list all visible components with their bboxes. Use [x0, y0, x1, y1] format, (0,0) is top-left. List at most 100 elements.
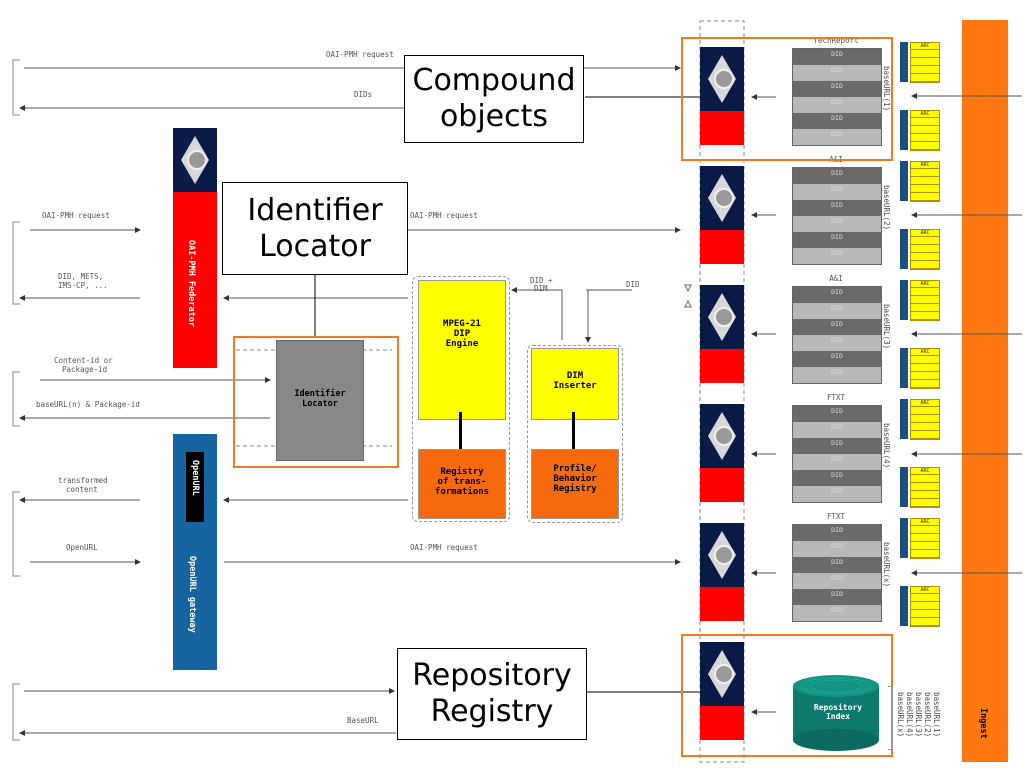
repository-title: A&I	[829, 274, 843, 283]
did-label: DID	[831, 558, 843, 566]
federator-box: OAI-PMH Federator	[173, 192, 217, 368]
repository-logo	[700, 47, 744, 111]
callout-identifier-locator: Identifier Locator	[222, 182, 408, 275]
did-label: DID	[831, 66, 843, 74]
callout-repository-registry: Repository Registry	[397, 648, 587, 740]
did-row: DID	[793, 525, 881, 541]
engine-link	[459, 412, 462, 456]
repository-baseurl: baseURL(2)	[882, 185, 891, 231]
registry-baseurl-2: baseURL(2)	[923, 692, 932, 738]
arc-tag	[900, 42, 908, 82]
arc-table: ARC	[910, 110, 940, 151]
did-label: DID	[831, 526, 843, 534]
did-row: DID	[793, 406, 881, 422]
did-label: DID	[831, 368, 843, 376]
arc-table: ARC	[910, 399, 940, 440]
repository-title: FTXT	[826, 512, 846, 521]
repository-red-block	[700, 468, 744, 502]
did-label: DID	[831, 201, 843, 209]
did-label: DID	[831, 50, 843, 58]
repository-logo	[700, 166, 744, 230]
dim-inserter: DIM Inserter	[531, 348, 619, 420]
did-row: DID	[793, 438, 881, 454]
arc-tag	[900, 518, 908, 558]
did-label: DID	[831, 336, 843, 344]
did-label: DID	[831, 606, 843, 614]
repository-index	[793, 675, 879, 751]
did-label: DID	[831, 169, 843, 177]
repository-logo	[700, 404, 744, 468]
identifier-locator-box: Identifier Locator	[276, 340, 364, 461]
did-label: DID	[831, 574, 843, 582]
mpeg-label-1: MPEG-21	[443, 319, 481, 329]
did-row: DID	[793, 113, 881, 129]
did-row: DID	[793, 184, 881, 200]
did-row: DID	[793, 65, 881, 81]
dim-link	[572, 412, 575, 456]
label-package-id: Package-id	[62, 365, 108, 374]
repo-index-label-1: Repository	[813, 703, 863, 712]
did-row: DID	[793, 248, 881, 264]
registry-label-3: formations	[434, 487, 490, 497]
registry-label-2: of trans-	[437, 477, 487, 487]
did-label: DID	[831, 423, 843, 431]
arc-table: ARC	[910, 229, 940, 270]
did-row: DID	[793, 49, 881, 65]
did-label: DID	[831, 130, 843, 138]
repository-baseurl: baseURL(x)	[882, 542, 891, 588]
arc-tag	[900, 348, 908, 388]
did-row: DID	[793, 486, 881, 502]
repository-logo	[700, 285, 744, 349]
arc-table: ARC	[910, 586, 940, 627]
did-label: DID	[831, 455, 843, 463]
repo-index-label-2: Index	[825, 712, 851, 721]
arc-tag	[900, 467, 908, 507]
did-label: DID	[831, 320, 843, 328]
profile-label-2: Behavior	[553, 474, 597, 484]
profile-label-1: Profile/	[553, 464, 597, 474]
arc-tag	[900, 586, 908, 626]
did-label: DID	[831, 82, 843, 90]
did-label: DID	[831, 471, 843, 479]
repository-index-label: Repository Index	[796, 703, 880, 721]
repository-title: FTXT	[826, 393, 846, 402]
dim-inserter-group	[527, 345, 623, 523]
label-baseurl-package: baseURL(n) & Package-id	[36, 400, 140, 409]
ingest-label: Ingest	[978, 708, 988, 739]
did-row: DID	[793, 422, 881, 438]
did-label: DID	[831, 487, 843, 495]
did-row: DID	[793, 605, 881, 621]
identifier-locator-label-2: Locator	[302, 399, 338, 409]
did-row: DID	[793, 454, 881, 470]
repository-red-block	[700, 230, 744, 264]
did-label: DID	[831, 590, 843, 598]
repository-logo	[700, 523, 744, 587]
arc-table: ARC	[910, 348, 940, 389]
registry-baseurl-x: baseURL(x)	[896, 692, 905, 738]
arc-tag	[900, 161, 908, 201]
did-row: DID	[793, 200, 881, 216]
label-transformed: transformed	[58, 476, 108, 485]
did-row: DID	[793, 589, 881, 605]
did-row: DID	[793, 216, 881, 232]
ingest-bar: Ingest	[962, 20, 1008, 762]
arc-table: ARC	[910, 161, 940, 202]
arc-tag	[900, 399, 908, 439]
did-label: DID	[831, 217, 843, 225]
federator-label: OAI-PMH Federator	[186, 240, 196, 327]
arc-tag	[900, 110, 908, 150]
openurl-gateway-label: OpenURL gateway	[187, 556, 197, 633]
arc-tag	[900, 229, 908, 269]
repository-title: TechReport	[813, 36, 859, 45]
label-did-dim: DID +	[530, 276, 553, 285]
repository-red-block	[700, 706, 744, 740]
label-oai-pmh-request-low: OAI-PMH request	[410, 543, 478, 552]
profile-label-3: Registry	[553, 484, 597, 494]
label-content: content	[66, 485, 98, 494]
registry-baseurl-1: baseURL(1)	[932, 692, 941, 738]
did-row: DID	[793, 557, 881, 573]
label-baseurl: BaseURL	[347, 716, 379, 725]
